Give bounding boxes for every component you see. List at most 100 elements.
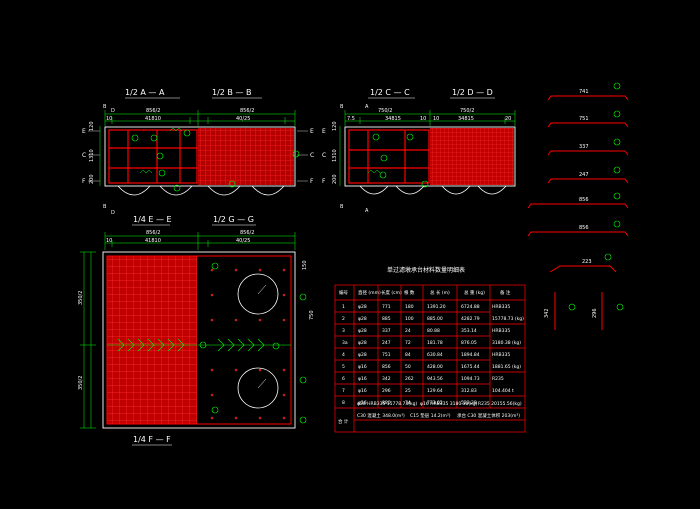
table-cell-r2-c5: 353.14 [461, 328, 477, 334]
table-cell-r2-c0: 3 [342, 328, 345, 334]
table-cell-r8-c3: 74 [405, 400, 411, 406]
table-cell-r0-c3: 180 [405, 304, 414, 310]
table-cell-r5-c1: φ16 [358, 364, 367, 370]
table-cell-r4-c3: 84 [405, 352, 411, 358]
dim-side-1: 350/2 [78, 291, 84, 305]
dim-side-4: 150 [302, 260, 308, 270]
view-title-a: 1/2 A — A [125, 88, 165, 97]
table-cell-r8-c1: φ16 [358, 400, 367, 406]
table-cell-r5-c2: 856 [382, 364, 391, 370]
table-cell-r8-c0: 8 [342, 400, 345, 406]
table-cell-r6-c3: 262 [405, 376, 414, 382]
marker-e-right: E [310, 128, 314, 135]
bar-shape-tags [568, 82, 624, 311]
marker-e-tr: E [322, 128, 326, 135]
dim-tr-c: 10 [420, 116, 426, 122]
bar-dim-6b: 342 [544, 308, 550, 318]
table-cell-r3-c5: 876.05 [461, 340, 477, 346]
view-plan: 1/4 E — E 1/2 G — G 856/2 856/2 10 41810… [78, 215, 315, 446]
table-cell-r4-c5: 1894.84 [461, 352, 480, 358]
dim-tr-h1: 120 [332, 121, 338, 131]
marker-c: C [82, 152, 86, 159]
table-footer-1b: φ16 HRB335 3180.38(kg) [420, 401, 478, 407]
table-cell-r6-c2: 342 [382, 376, 391, 382]
table-cell-r8-c5: 523.28 [461, 400, 477, 406]
rebar-tr-left [348, 129, 430, 184]
rebar-tags-top-left [131, 129, 300, 192]
marker-f-tr: F [322, 178, 326, 185]
marker-c-right: C [310, 152, 314, 159]
table-cell-r3-c1: φ28 [358, 340, 367, 346]
table-grid [334, 284, 526, 433]
bar-dim-4: 247 [579, 172, 589, 178]
dim-tr-f: 20 [505, 116, 511, 122]
view-top-left: 1/2 A — A 1/2 B — B B D B 856/2 856/2 10… [82, 88, 314, 216]
dim-tr-b: 34815 [385, 116, 401, 122]
table-footer-2a: C30 混凝土 348.0(m³) [357, 412, 405, 419]
table-cell-r7-c6: 104.404 t [492, 388, 514, 394]
bar-shape-dims: 741 751 337 247 856 856 223 342 296 [544, 89, 598, 318]
marker-f-right: F [310, 178, 314, 185]
marker-f: F [82, 178, 86, 185]
table-cell-r4-c2: 751 [382, 352, 391, 358]
bar-dim-1: 741 [579, 89, 589, 95]
table-cell-r7-c2: 296 [382, 388, 391, 394]
marker-b-tr: B [340, 104, 344, 110]
view-title-c: 1/2 C — C [370, 88, 410, 97]
table-cell-r5-c5: 1675.44 [461, 364, 480, 370]
dim-tr-total-right: 750/2 [460, 108, 474, 114]
table-cell-r0-c4: 1391.20 [427, 304, 446, 310]
table-footer-1a: φ28 HRB335 15778.73(kg) [357, 401, 417, 407]
dim-total-right: 856/2 [240, 108, 254, 114]
marker-d: D [111, 108, 115, 114]
bar-dim-8: 223 [582, 259, 592, 265]
table-cell-r1-c6: 15778.73 (kg) [492, 316, 524, 322]
marker-a-tr-bottom: A [365, 208, 369, 214]
table-cell-r4-c0: 4 [342, 352, 345, 358]
table-cell-r8-c2: 880 [382, 400, 391, 406]
table-cell-r2-c4: 80.88 [427, 328, 440, 334]
marker-d-bottom: D [111, 210, 115, 216]
view-title-e: 1/4 E — E [133, 215, 172, 224]
dim-tr-h2: 1310 [332, 149, 338, 162]
table-cell-r0-c5: 6724.88 [461, 304, 480, 310]
table-footer-2b: C15 垫层 14.2(m³) [410, 412, 451, 419]
plan-tags [199, 262, 307, 424]
table-cell-r1-c4: 885.00 [427, 316, 443, 322]
view-top-right: 1/2 C — C 1/2 D — D B A 750/2 750/2 7.5 … [322, 88, 516, 214]
table-cell-r0-c2: 771 [382, 304, 391, 310]
table-cell-r4-c1: φ28 [358, 352, 367, 358]
table-cell-r6-c1: φ16 [358, 376, 367, 382]
dim-h1: 120 [89, 121, 95, 131]
table-total-label: 合 计 [338, 418, 349, 425]
dim-tr-e: 34815 [458, 116, 474, 122]
table-cell-r3-c3: 72 [405, 340, 411, 346]
dim-h3: 200 [89, 174, 95, 184]
table-cell-r6-c4: 943.56 [427, 376, 443, 382]
bar-dim-2: 751 [579, 116, 589, 122]
view-title-d: 1/2 D — D [452, 88, 493, 97]
rebar-tags-tr [372, 133, 429, 188]
th-0: 编号 [339, 289, 348, 296]
dim-c: 40/25 [236, 116, 250, 122]
dim-tr-a: 7.5 [347, 116, 355, 122]
table-cell-r6-c0: 6 [342, 376, 345, 382]
table-cell-r4-c6: HRB335 [492, 352, 510, 358]
marker-a-tr: A [365, 104, 369, 110]
bar-dim-7: 296 [592, 308, 598, 318]
table-cell-r5-c6: 1881.65 (kg) [492, 364, 521, 370]
plan-piles [237, 273, 279, 409]
dim-total-left: 856/2 [146, 108, 160, 114]
dim-plan-a: 10 [106, 238, 112, 244]
th-4: 总 长 (m) [430, 289, 450, 296]
bar-shapes [527, 95, 629, 330]
plan-centerline [107, 338, 291, 352]
table-cell-r3-c2: 247 [382, 340, 391, 346]
material-table: 单过滤墩承台材料数量明细表 编号 直径 (mm) 长度 (cm) [334, 266, 526, 433]
table-cell-r6-c6: R235 [492, 376, 504, 382]
th-6: 备 注 [500, 289, 511, 296]
marker-e: E [82, 128, 86, 135]
table-cell-r0-c1: φ28 [358, 304, 367, 310]
th-2: 长度 (cm) [381, 289, 402, 296]
